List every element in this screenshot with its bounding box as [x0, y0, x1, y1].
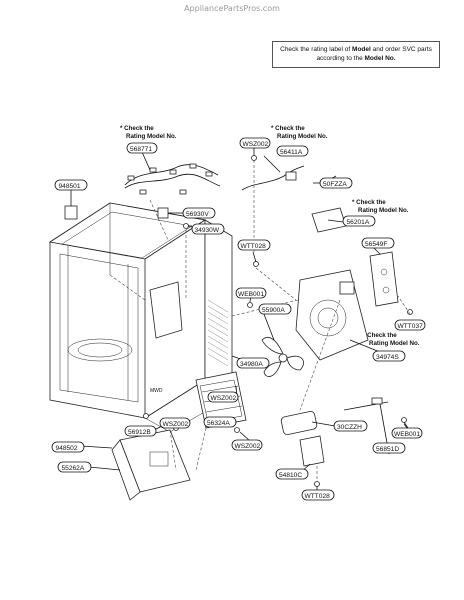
rating-note-2: * Check the Rating Model No.	[271, 125, 328, 140]
part-label-wsz002-mid[interactable]: WSZ002	[207, 391, 239, 403]
part-label-568771[interactable]: 568771	[126, 142, 158, 154]
part-label-948502[interactable]: 948502	[51, 441, 85, 453]
part-label-web001-upper[interactable]: WEB001	[235, 287, 267, 299]
svg-text:MWD: MWD	[150, 388, 163, 394]
part-number: WTT037	[398, 323, 424, 330]
part-label-56851d[interactable]: 56851D	[372, 442, 406, 454]
part-number: 34974S	[376, 354, 399, 361]
oven-cavity-assembly: MWD	[48, 202, 233, 433]
part-number: 56549F	[365, 241, 387, 248]
part-label-56549f[interactable]: 56549F	[361, 237, 395, 249]
part-label-56324a[interactable]: 56324A	[203, 416, 237, 428]
note-text-model: Model	[352, 46, 371, 53]
part-number: 56930V	[186, 211, 209, 218]
part-label-56912b[interactable]: 56912B	[124, 425, 157, 437]
part-948501-shape	[64, 205, 78, 220]
rating-note-1: * Check the Rating Model No.	[120, 125, 177, 140]
site-watermark: AppliancePartsPros.com	[184, 4, 280, 13]
capacitor-30czzh-shape	[280, 411, 318, 435]
part-label-56411a[interactable]: 56411A	[276, 145, 309, 157]
part-label-web001-lower[interactable]: WEB001	[391, 427, 423, 439]
note-text-mid: and order SVC parts according to the	[316, 46, 432, 62]
part-number: 56851D	[376, 446, 399, 453]
part-number: WTT028	[241, 243, 267, 250]
part-number: 568771	[130, 146, 152, 153]
rating-note-3-line-1: * Check the	[352, 199, 386, 206]
part-number: 56912B	[128, 429, 151, 436]
part-label-wsz002-left[interactable]: WSZ002	[159, 417, 191, 429]
rating-note-1-line-2: Rating Model No.	[126, 133, 177, 140]
bracket-56549f-shape	[369, 251, 399, 307]
part-number: 56201A	[347, 219, 370, 226]
part-number: WSZ002	[235, 443, 261, 450]
part-label-34930w[interactable]: 34930W	[191, 223, 225, 235]
part-number: WEB001	[394, 431, 420, 438]
part-number: 56411A	[280, 149, 303, 156]
part-number: 54810C	[279, 472, 302, 479]
rating-note-2-line-1: * Check the	[271, 125, 305, 132]
part-label-948501[interactable]: 948501	[54, 179, 88, 191]
part-number: 30CZZH	[337, 424, 362, 431]
rating-note-4: * Check the Rating Model No.	[363, 332, 420, 347]
part-label-50fzza[interactable]: 50FZZA	[319, 177, 353, 189]
rating-note-3-line-2: Rating Model No.	[358, 207, 409, 214]
part-number: 56324A	[207, 420, 230, 427]
part-number: WSZ002	[163, 421, 189, 428]
part-label-wsz002-bottom[interactable]: WSZ002	[231, 439, 263, 451]
part-label-54810c[interactable]: 54810C	[275, 468, 309, 480]
switch-56930v-shape	[157, 207, 169, 219]
air-guide-34974s-shape	[295, 269, 369, 361]
note-text-pre: Check the rating label of	[280, 46, 353, 53]
part-number: 948501	[59, 183, 81, 190]
part-number: WTT028	[305, 493, 331, 500]
wire-harness	[124, 163, 221, 195]
part-number: WSZ002	[243, 141, 269, 148]
fan-blade-55900a-shape	[261, 337, 304, 377]
part-label-wtt028-upper[interactable]: WTT028	[237, 239, 271, 251]
part-label-30czzh[interactable]: 30CZZH	[333, 420, 368, 432]
part-label-wtt028-lower[interactable]: WTT028	[301, 489, 335, 501]
note-text-model-no: Model No.	[364, 55, 396, 62]
bracket-54810c-shape	[299, 435, 325, 467]
part-number: 50FZZA	[323, 181, 347, 188]
part-label-56201a[interactable]: 56201A	[342, 215, 376, 227]
part-label-34980a[interactable]: 34980A	[236, 357, 270, 369]
part-number: WSZ002	[211, 395, 237, 402]
transformer-55262a-shape	[111, 429, 191, 501]
model-note-box: Check the rating label of Model and orde…	[272, 41, 440, 68]
part-number: 55262A	[62, 465, 85, 472]
part-label-wsz002-top[interactable]: WSZ002	[239, 137, 271, 149]
vent-holes	[207, 299, 229, 367]
rating-note-4-line-1: * Check the	[363, 332, 397, 339]
part-label-55900a[interactable]: 55900A	[258, 303, 292, 315]
part-number: 55900A	[262, 307, 285, 314]
rating-note-3: * Check the Rating Model No.	[352, 199, 409, 214]
part-number: WEB001	[238, 291, 264, 298]
part-label-56930v[interactable]: 56930V	[182, 207, 216, 219]
rating-note-2-line-2: Rating Model No.	[277, 133, 328, 140]
part-label-wtt037[interactable]: WTT037	[394, 319, 426, 331]
rating-note-1-line-1: * Check the	[120, 125, 154, 132]
part-number: 34930W	[195, 227, 220, 234]
part-number: 34980A	[240, 361, 263, 368]
part-label-55262a[interactable]: 55262A	[57, 461, 92, 473]
part-label-34974s[interactable]: 34974S	[372, 350, 406, 362]
rating-note-4-line-2: Rating Model No.	[369, 340, 420, 347]
part-number: 948502	[56, 445, 78, 452]
